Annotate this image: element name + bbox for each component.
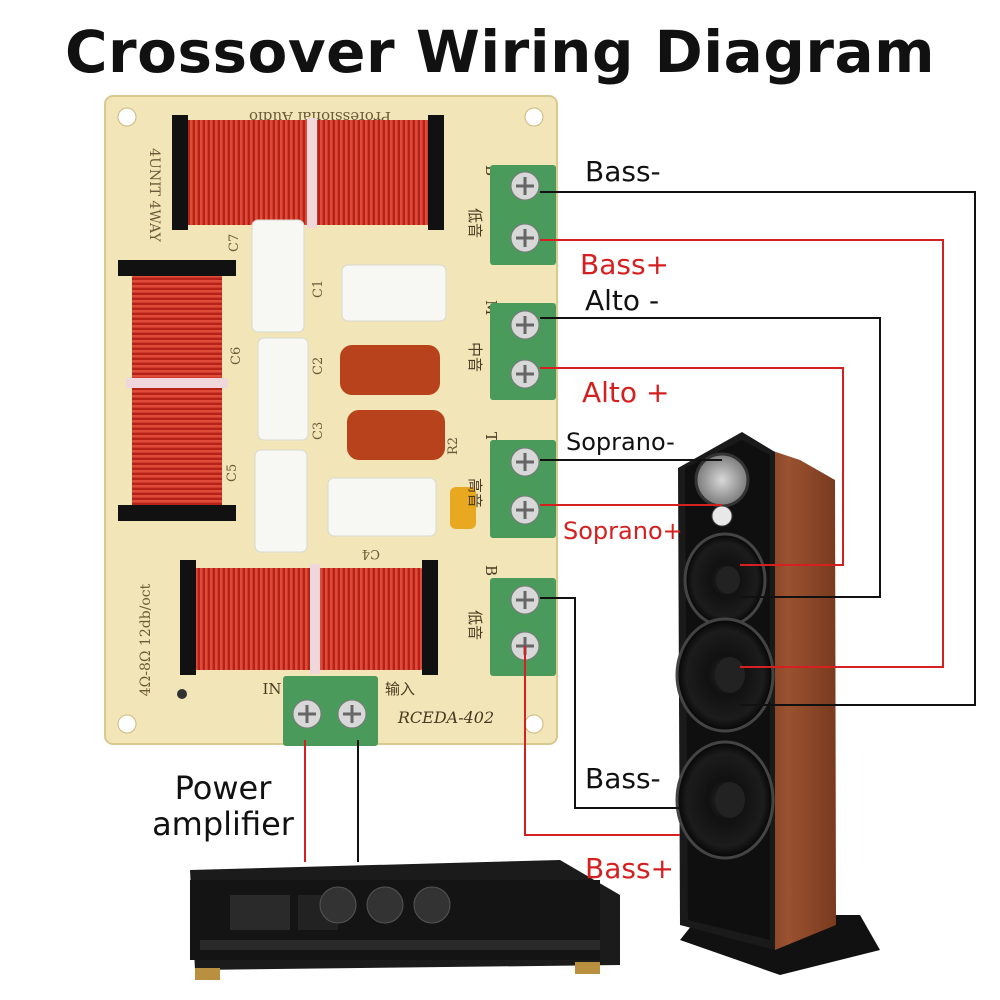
capacitor-c1: [341, 264, 447, 322]
component-label: C6: [229, 347, 244, 365]
terminal-block-soprano: [490, 440, 556, 538]
component-label: R2: [446, 437, 461, 455]
wire-alto-minus: [540, 317, 881, 598]
wire-bass-minus-top: [540, 191, 976, 706]
tower-speaker: [675, 432, 880, 975]
wires: [304, 191, 976, 862]
board-model: RCEDA-402: [397, 708, 494, 727]
capacitor-c5: [254, 449, 308, 553]
label-soprano-minus: Soprano-: [566, 428, 675, 456]
capacitor-c4: [327, 477, 437, 537]
wire-alto-plus: [540, 367, 844, 566]
inductor-coil-bottom: [180, 560, 438, 675]
diagram-title: Crossover Wiring Diagram: [64, 18, 936, 86]
inductor-coil-top: [172, 115, 444, 230]
input-label-en: IN: [262, 680, 281, 698]
label-amplifier: amplifier: [152, 805, 294, 843]
terminal-block-bass: [490, 165, 556, 265]
power-amplifier: [190, 860, 620, 980]
component-label: C2: [311, 357, 326, 375]
terminal-letter: B: [482, 565, 500, 576]
tweeter: [694, 452, 750, 508]
wire-bass-minus-bottom: [540, 597, 680, 809]
terminal-cn: 低音: [466, 208, 484, 238]
terminal-block-bass-lower: [490, 578, 556, 676]
label-bass-minus-bottom: Bass-: [585, 762, 661, 795]
wire-bass-plus-bottom: [524, 646, 680, 836]
component-label: C1: [311, 280, 326, 298]
label-alto-plus: Alto +: [582, 376, 670, 409]
terminal-letter: T: [482, 432, 500, 442]
capacitor-c3: [347, 410, 445, 460]
terminal-cn: 中音: [466, 342, 484, 372]
inductor-coil-left: [118, 260, 236, 521]
label-alto-minus: Alto -: [585, 284, 660, 317]
terminal-cn: 低音: [466, 610, 484, 640]
resistor-r2: [450, 487, 476, 529]
label-soprano-plus: Soprano+: [563, 517, 683, 545]
capacitor-c7: [251, 219, 305, 333]
crossover-board: Professional Audio 4UNIT 4WAY 4Ω-8Ω 12db…: [104, 95, 558, 746]
board-spec-text: 4Ω-8Ω 12db/oct: [138, 583, 154, 696]
label-bass-plus-bottom: Bass+: [585, 852, 675, 885]
component-label: C5: [225, 464, 240, 482]
label-power: Power: [174, 769, 272, 807]
input-label-cn: 输入: [385, 680, 415, 698]
component-label: C4: [362, 546, 380, 561]
super-tweeter: [711, 505, 733, 527]
component-label: C7: [227, 234, 242, 252]
capacitor-c6: [257, 337, 309, 441]
terminal-cn: 高音: [466, 478, 484, 508]
label-bass-minus-top: Bass-: [585, 155, 661, 188]
wire-bass-plus-top: [540, 239, 944, 668]
capacitor-c2: [340, 345, 440, 395]
board-unit-text: 4UNIT 4WAY: [146, 148, 162, 242]
label-power-amplifier: Power amplifier: [148, 770, 298, 842]
terminal-block-alto: [490, 303, 556, 400]
terminal-block-input: [283, 676, 378, 746]
label-bass-plus-top: Bass+: [580, 248, 670, 281]
component-label: C3: [311, 422, 326, 440]
